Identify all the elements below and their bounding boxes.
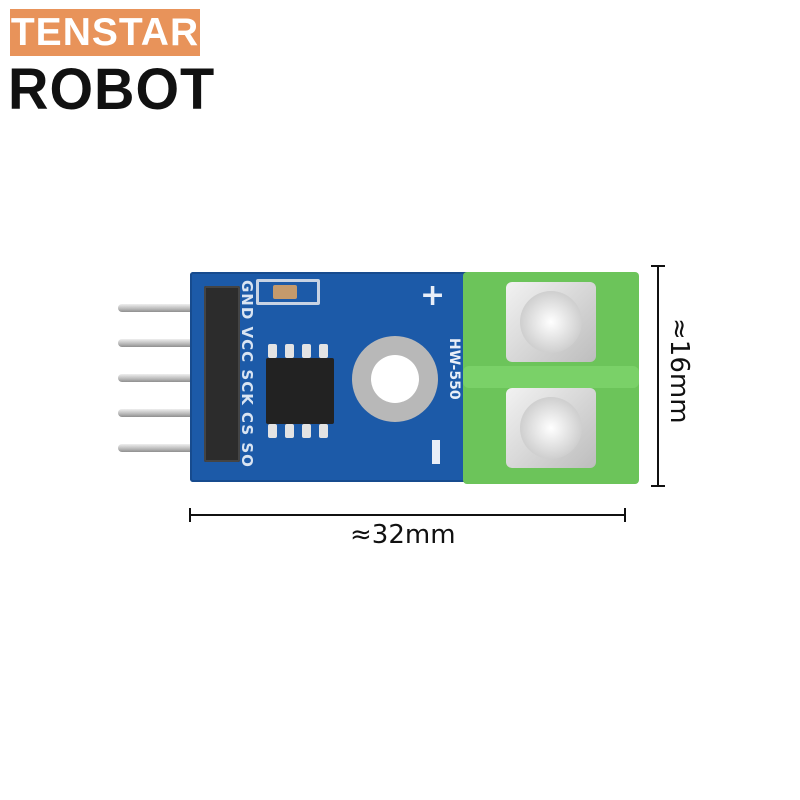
terminal-divider (463, 366, 639, 388)
logo-tenstar: TENSTAR (10, 9, 200, 56)
dimension-tick (624, 508, 626, 522)
pin-labels: GND VCC SCK CS SO (238, 280, 256, 468)
chip-leg (302, 424, 311, 438)
screw-icon (520, 291, 582, 353)
dimension-line (657, 265, 659, 487)
height-label: ≈16mm (664, 318, 694, 424)
pin-header (204, 286, 240, 462)
header-pin (118, 444, 218, 452)
dimension-tick (651, 485, 665, 487)
chip-leg (319, 424, 328, 438)
logo-robot: ROBOT (8, 55, 216, 122)
dimension-line (190, 514, 626, 516)
chip-leg (302, 344, 311, 358)
header-pin (118, 304, 218, 312)
plus-marking: + (420, 278, 446, 313)
chip-leg (268, 344, 277, 358)
dimension-tick (651, 265, 665, 267)
capacitor (273, 285, 297, 299)
chip-leg (319, 344, 328, 358)
capacitor-pad (256, 279, 320, 305)
header-pin (118, 374, 218, 382)
screw-icon (520, 397, 582, 459)
minus-marking (432, 440, 440, 464)
width-label: ≈32mm (350, 520, 456, 550)
dimension-tick (189, 508, 191, 522)
header-pin (118, 339, 218, 347)
ic-chip (266, 358, 334, 424)
header-pin (118, 409, 218, 417)
chip-leg (285, 344, 294, 358)
model-label: HW-550 (446, 338, 462, 400)
mounting-hole (371, 355, 419, 403)
chip-leg (268, 424, 277, 438)
chip-leg (285, 424, 294, 438)
